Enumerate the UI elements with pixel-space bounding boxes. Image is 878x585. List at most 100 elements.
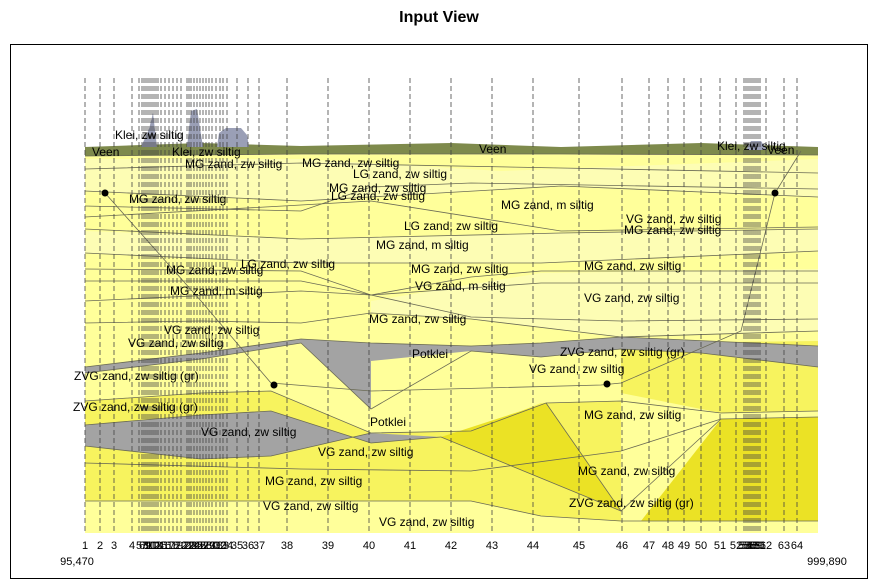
vertical-label-4: 4	[129, 540, 135, 552]
vertical-label-29: 29	[203, 540, 215, 552]
layer-label: Klei, zw siltig	[717, 139, 786, 153]
layer-label: MG zand, zw siltig	[584, 408, 681, 422]
vertical-label-12: 12	[148, 540, 160, 552]
vertical-label-43: 43	[486, 540, 498, 552]
marker-dot	[270, 381, 278, 389]
vertical-label-27: 27	[197, 540, 209, 552]
vertical-label-49: 49	[678, 540, 690, 552]
layer-label: MG zand, m siltig	[501, 198, 594, 212]
layer-boundary-line	[84, 200, 819, 232]
vertical-label-15: 15	[155, 540, 167, 552]
dark-sand-triangle	[441, 403, 621, 511]
layer-label: MG zand, zw siltig	[265, 474, 362, 488]
layer-boundary-line	[84, 432, 372, 460]
layer-label: MG zand, zw siltig	[329, 181, 426, 195]
vertical-label-48: 48	[662, 540, 674, 552]
layer-label: VG zand, zw siltig	[379, 515, 474, 529]
potklei-upper-fill	[85, 337, 818, 409]
layer-label: MG zand, m siltig	[170, 284, 263, 298]
vertical-label-18: 18	[167, 540, 179, 552]
vertical-label-20: 20	[175, 540, 187, 552]
layer-label: VG zand, zw siltig	[529, 362, 624, 376]
layer-label: ZVG zand, zw siltig (gr)	[74, 369, 199, 383]
vertical-label-1: 1	[82, 540, 88, 552]
layer-label: ZVG zand, zw siltig (gr)	[560, 345, 685, 359]
vertical-label-56: 56	[744, 540, 756, 552]
axis-right-value: 999,890	[807, 556, 847, 568]
layer-label: MG zand, m siltig	[376, 238, 469, 252]
layer-boundary-line	[84, 390, 819, 434]
potklei-lower-fill	[85, 411, 441, 459]
vertical-label-5: 5	[136, 540, 142, 552]
vertical-label-8: 8	[143, 540, 149, 552]
layer-boundary-line	[84, 336, 819, 368]
vertical-label-41: 41	[404, 540, 416, 552]
vertical-label-10: 10	[144, 540, 156, 552]
layer-label: MG zand, zw siltig	[369, 312, 466, 326]
vertical-label-28: 28	[200, 540, 212, 552]
layer-boundary-line	[84, 268, 818, 296]
vertical-label-50: 50	[695, 540, 707, 552]
vertical-label-6: 6	[139, 540, 145, 552]
vertical-label-24: 24	[188, 540, 200, 552]
layer-label: Veen	[767, 143, 794, 157]
vertical-label-22: 22	[183, 540, 195, 552]
vertical-label-34: 34	[221, 540, 233, 552]
vertical-label-2: 2	[97, 540, 103, 552]
vertical-label-63: 63	[778, 540, 790, 552]
layer-boundary-line	[85, 500, 818, 522]
layer-label: VG zand, m siltig	[415, 279, 506, 293]
page-title: Input View	[399, 9, 479, 26]
layer-label: MG zand, zw siltig	[129, 192, 226, 206]
veen-fill	[85, 143, 818, 156]
layer-boundary-line	[84, 185, 819, 202]
layer-boundary-line	[85, 280, 819, 322]
vertical-label-31: 31	[210, 540, 222, 552]
vertical-label-26: 26	[194, 540, 206, 552]
layer-boundary-line	[84, 282, 818, 302]
vertical-label-39: 39	[322, 540, 334, 552]
layer-boundary-line	[84, 228, 819, 240]
layer-label: MG zand, zw siltig	[578, 464, 675, 478]
layer-label: VG zand, zw siltig	[584, 291, 679, 305]
vertical-label-52: 52	[730, 540, 742, 552]
layer-label: MG zand, zw siltig	[185, 157, 282, 171]
layer-boundary-line	[84, 416, 819, 472]
layer-label: MG zand, zw siltig	[411, 262, 508, 276]
light-sand-band-mid	[85, 229, 818, 263]
layer-label: LG zand, zw siltig	[331, 189, 425, 203]
vertical-label-62: 62	[760, 540, 772, 552]
marker-dot	[603, 380, 611, 388]
vertical-label-55: 55	[742, 540, 754, 552]
layer-label: Klei, zw siltig	[172, 145, 241, 159]
layer-label: VG zand, zw siltig	[164, 323, 259, 337]
layer-label: VG zand, zw siltig	[626, 212, 721, 226]
vertical-label-64: 64	[791, 540, 803, 552]
vertical-label-33: 33	[217, 540, 229, 552]
layer-label: ZVG zand, zw siltig (gr)	[569, 496, 694, 510]
vertical-label-51: 51	[714, 540, 726, 552]
vertical-label-17: 17	[163, 540, 175, 552]
layer-label: Potklei	[370, 415, 406, 429]
vertical-label-42: 42	[445, 540, 457, 552]
layer-boundary-line	[440, 436, 622, 512]
marker-dot	[771, 189, 779, 197]
vertical-label-13: 13	[150, 540, 162, 552]
layer-label: Veen	[479, 142, 506, 156]
layer-label: ZVG zand, zw siltig (gr)	[73, 400, 198, 414]
layer-boundary-line	[84, 162, 819, 174]
layer-boundary-line	[84, 250, 819, 264]
layer-boundary-line	[84, 410, 442, 444]
marker-dot	[101, 189, 109, 197]
vertical-label-32: 32	[214, 540, 226, 552]
vertical-label-7: 7	[141, 540, 147, 552]
layer-label: LG zand, zw siltig	[353, 167, 447, 181]
layer-label: Klei, zw siltig	[115, 128, 184, 142]
vertical-label-37: 37	[253, 540, 265, 552]
layer-boundary-line	[84, 342, 819, 410]
vertical-label-44: 44	[527, 540, 539, 552]
vertical-label-60: 60	[752, 540, 764, 552]
vertical-label-23: 23	[185, 540, 197, 552]
